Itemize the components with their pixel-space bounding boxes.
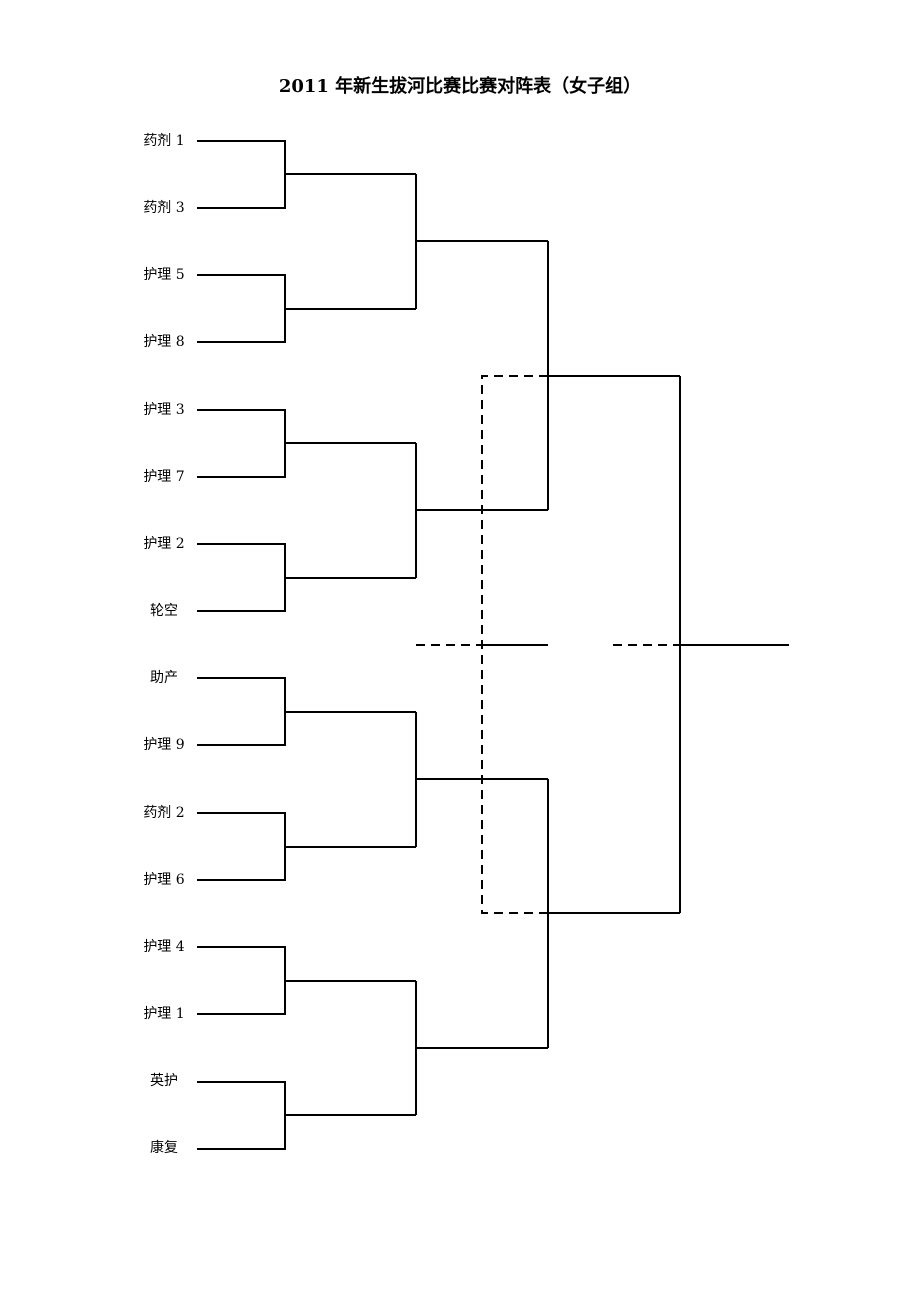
bracket-connector [197, 812, 416, 881]
team-label: 护理 7 [143, 469, 185, 485]
team-label: 英护 [150, 1073, 178, 1089]
bracket-connector [547, 241, 680, 510]
bracket-connector [197, 1081, 416, 1150]
bracket-connector [197, 543, 416, 612]
round1-lines [197, 140, 416, 1150]
bracket-connector [415, 981, 548, 1115]
team-label: 药剂 2 [143, 805, 185, 821]
page-title: 2011 年新生拔河比赛比赛对阵表（女子组） [278, 76, 642, 97]
team-label: 助产 [150, 670, 178, 686]
bracket-connector [197, 946, 416, 1015]
bracket-connector [415, 174, 548, 309]
team-label: 护理 5 [143, 267, 185, 283]
team-label: 护理 3 [143, 402, 185, 418]
bracket-connector [547, 779, 680, 1048]
final-lines [679, 376, 789, 913]
team-label: 护理 8 [143, 334, 185, 350]
team-label: 药剂 1 [143, 133, 185, 149]
bracket-connector [197, 409, 416, 478]
team-label: 护理 4 [143, 939, 185, 955]
team-label: 护理 2 [143, 536, 185, 552]
bracket-connector [197, 677, 416, 746]
team-label: 护理 1 [143, 1006, 185, 1022]
team-label: 康复 [150, 1140, 178, 1156]
round2-lines [415, 174, 548, 1115]
bracket-connector [197, 274, 416, 343]
team-label: 护理 9 [143, 737, 185, 753]
bracket-connector [679, 376, 789, 913]
bracket-connector [197, 140, 416, 209]
team-label: 护理 6 [143, 872, 185, 888]
team-label: 轮空 [150, 603, 178, 619]
team-label: 药剂 3 [143, 200, 185, 216]
